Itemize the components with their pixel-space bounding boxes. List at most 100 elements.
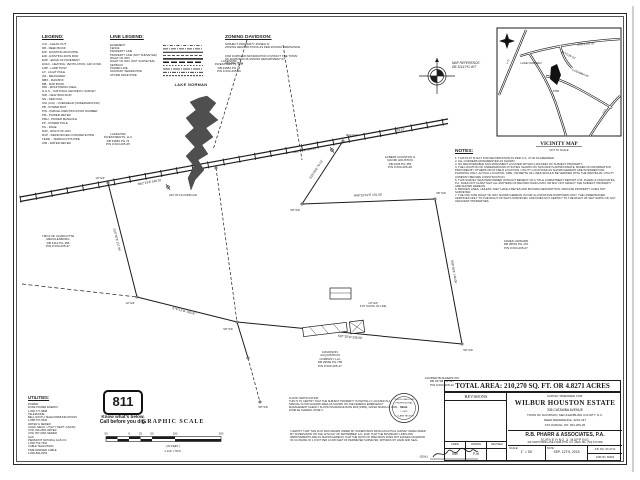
bearing-road-right: 279.47' bbox=[395, 127, 406, 133]
date-value: SEP. 12TH, 2018 bbox=[553, 450, 580, 454]
map-reference: MAP REFERENCE: DB 3214 PG 407 bbox=[452, 61, 481, 69]
monument-label: 5/8" NIR bbox=[223, 328, 233, 331]
seal-name: C. CLARK NELSON bbox=[394, 415, 414, 418]
call-811-logo: 811 bbox=[103, 390, 143, 415]
title-block: REVISIONS CREW MW DRAWN PJH REVISED SURV… bbox=[444, 392, 622, 461]
scale-tick: 0 bbox=[128, 432, 130, 436]
drawn-value: PJH bbox=[472, 452, 480, 456]
zoning-title: ZONING DAVIDSON: bbox=[225, 35, 272, 40]
scale-ratio: 1 inch = 50 ft. bbox=[164, 449, 182, 453]
scale-value: 1" = 50' bbox=[520, 450, 533, 454]
date-cell: DATE: SEP. 12TH, 2018 bbox=[546, 446, 588, 460]
parcel-label-cooper: COOPER BUILDERS INC DB 32708 PG 327 PIN … bbox=[424, 376, 460, 387]
scale-label: SCALE: bbox=[509, 447, 519, 450]
power-pole-icon bbox=[165, 146, 335, 191]
vicinity-i77-right-label: I-77 bbox=[601, 108, 607, 115]
prepared-for-panel: SURVEY PREPARED FOR: WILBUR HOUSTON ESTA… bbox=[508, 393, 622, 431]
bearing-south-line: S87°35'W 298.08' bbox=[338, 334, 363, 340]
monument-markers bbox=[106, 139, 464, 404]
legend-items: C/O - CLEAN OUT DB - DEED BOOK EIP - EXI… bbox=[42, 42, 102, 145]
seal-word: SEAL bbox=[400, 405, 408, 409]
scale-tick: 100 bbox=[173, 432, 178, 436]
vicinity-griffith-label: GRIFFITH ST bbox=[577, 41, 595, 46]
parcel-label-davidson: DAVIDSON ACQUISITION COMPANY LLC DB 2958… bbox=[317, 350, 343, 368]
scale-in-feet: ( IN FEET ) bbox=[165, 444, 181, 448]
prepared-for-label: SURVEY PREPARED FOR: bbox=[547, 394, 583, 398]
tax-parcel: TAX PARCEL NO: 003-205-26 bbox=[544, 423, 586, 427]
monument-label: MAG NAIL bbox=[346, 134, 359, 137]
zoning-contact: FOR FURTHER INFORMATION CONTACT THE TOWN… bbox=[225, 54, 298, 65]
graphic-scale-title: GRAPHIC SCALE bbox=[141, 419, 205, 425]
seal-state: NORTH CAROLINA bbox=[394, 398, 414, 401]
revisions-header: REVISIONS bbox=[445, 393, 506, 401]
shed-structure bbox=[302, 321, 348, 338]
vicinity-map: LAKE NORMAN GRIFFITH ST JETTON ST CATAWB… bbox=[496, 27, 622, 152]
seal-note: (SEAL) bbox=[420, 455, 428, 459]
vicinity-map-title: VICINITY MAP bbox=[540, 141, 578, 147]
eip-offset-note: 1/2" EIP 6.87' SOUTH OF LINE bbox=[359, 302, 387, 308]
firm-name: R.B. PHARR & ASSOCIATES, P.A. bbox=[525, 431, 605, 438]
line-legend-labels: EASEMENT FENCE PROPERTY LINE PROPERTY LI… bbox=[110, 42, 157, 77]
total-area-bar: TOTAL AREA: 210,270 SQ. FT. OR 4.8271 AC… bbox=[444, 380, 621, 392]
notes-body: 1. THIS PLAT IS NOT FOR RECORDATION AS P… bbox=[455, 156, 616, 204]
firm-panel: R.B. PHARR & ASSOCIATES, P.A. SURVEYING … bbox=[508, 431, 622, 446]
surveyor-certification: I CERTIFY THAT THIS PLAT WAS DRAWN UNDER… bbox=[290, 430, 426, 442]
scale-tick: 25 bbox=[139, 432, 143, 436]
lake-norman-label: LAKE NORMAN bbox=[174, 83, 208, 87]
seal-number: L-2632 bbox=[401, 411, 409, 413]
boundary-lines bbox=[21, 39, 463, 403]
crew-value: MW bbox=[452, 452, 458, 456]
line-legend-samples bbox=[163, 45, 203, 77]
call-811-tagline2: Call before you dig. bbox=[99, 419, 147, 425]
crew-col: CREW MW bbox=[445, 442, 466, 460]
total-area-text: TOTAL AREA: 210,270 SQ. FT. OR 4.8271 AC… bbox=[455, 382, 610, 390]
vicinity-lake-label: LAKE NORMAN bbox=[520, 61, 541, 65]
fb-job-cell: F.B. NO. XX-4712 JOB NO. 69002 bbox=[588, 446, 622, 460]
client-name: WILBUR HOUSTON ESTATE bbox=[514, 399, 616, 407]
drawn-col: DRAWN PJH bbox=[466, 442, 487, 460]
monument-label: 5/8" NIR bbox=[436, 192, 446, 195]
date-label: DATE: bbox=[547, 447, 555, 450]
parcel-label-lakestar25: LAKESTAR INVESTMENTS, LLC DB 33684 PG 74… bbox=[103, 132, 133, 147]
revisions-panel: REVISIONS CREW MW DRAWN PJH REVISED bbox=[445, 393, 507, 460]
parcel-label-ymca: YMCA OF CHARLOTTE MECKLENBURG DB 4313 PG… bbox=[41, 234, 75, 249]
revised-header: REVISED bbox=[487, 442, 506, 449]
vicinity-i77-left-label: I-77 bbox=[505, 58, 511, 65]
fieldbook-number: F.B. NO. XX-4712 bbox=[588, 446, 622, 454]
bearing-road-left: N62°18'E 248.28' bbox=[138, 178, 163, 186]
utilities-title: UTILITIES: bbox=[28, 395, 50, 400]
crew-table: CREW MW DRAWN PJH REVISED bbox=[445, 441, 506, 460]
parcel-label-howard: JAMES HOWARD DB 28501 PG 470 PIN # 003-2… bbox=[503, 239, 529, 250]
client-address: 335 CATAWBA AVENUE bbox=[547, 408, 583, 412]
bearing-road-mid: N62°18'E 536.25' bbox=[293, 146, 318, 154]
vicinity-jetton-label: JETTON ST bbox=[560, 50, 576, 60]
road-corridor bbox=[19, 117, 449, 203]
vicinity-compass-star-icon bbox=[499, 33, 515, 49]
vicinity-site-label: SITE bbox=[553, 89, 559, 93]
monument-label: 5/8" NIR bbox=[290, 209, 300, 212]
north-arrow-compass-icon bbox=[419, 58, 455, 94]
bearing-ne-line: S33°05'E 75.13' bbox=[308, 159, 324, 180]
revised-col: REVISED bbox=[487, 442, 506, 460]
seal-profession: PROFESSIONAL bbox=[395, 402, 413, 405]
monument-labels: 1/2" EIP MAG NAIL 5/8" NIR 5/8" NIR 5/8"… bbox=[95, 134, 472, 409]
monument-label: 1/2" EIP bbox=[95, 177, 104, 180]
client-location: TOWN OF DAVIDSON, MECKLENBURG COUNTY, N.… bbox=[526, 413, 603, 417]
bearing-sw-line: S76°12'W 103.37' bbox=[172, 306, 197, 316]
lake-inlet-shape bbox=[184, 95, 219, 191]
crew-header: CREW bbox=[445, 442, 465, 449]
job-number: JOB NO. 69002 bbox=[595, 456, 615, 459]
vicinity-catawba-label: CATAWBA AV bbox=[571, 68, 589, 78]
parcel-label-houston: ALBERT HOUSTON & NAOMI HOUSTON DB 3225 P… bbox=[384, 155, 416, 170]
sheet-inner-border bbox=[16, 16, 624, 462]
zoning-body: SUBJECT PROPERTY ZONED: R ZONING RESTRIC… bbox=[225, 42, 301, 50]
drawn-header: DRAWN bbox=[466, 442, 486, 449]
site-marker bbox=[550, 64, 561, 85]
firm-subtitle: SURVEYING & MAPPING bbox=[540, 437, 590, 442]
monument-label: 1/2" EIP bbox=[125, 302, 134, 305]
call-811-number: 811 bbox=[112, 394, 134, 409]
surveyor-signature bbox=[430, 447, 479, 460]
bearing-west-line: S25°40'E 117.94' bbox=[112, 228, 122, 252]
monument-label: 5/8" NIR bbox=[258, 406, 268, 409]
